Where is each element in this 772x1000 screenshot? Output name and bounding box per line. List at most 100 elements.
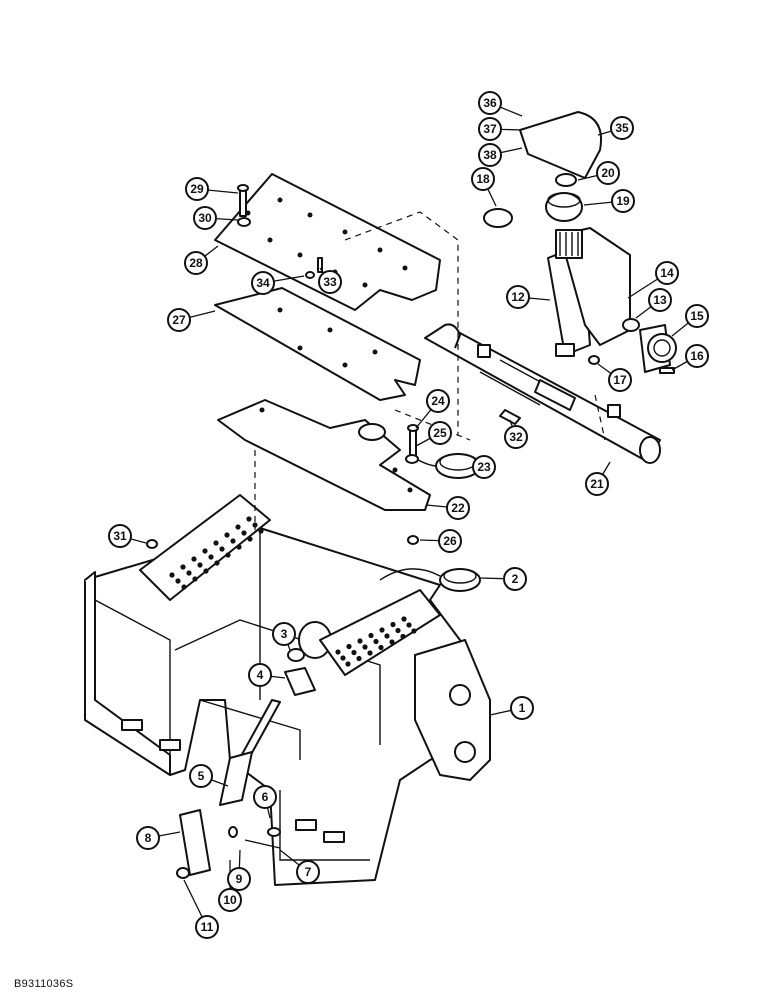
callout-bubble	[478, 91, 502, 115]
callout-number: 16	[690, 349, 704, 363]
perforation	[213, 540, 219, 546]
callout-bubble	[478, 117, 502, 141]
callout-bubble	[611, 189, 635, 213]
plate-27	[214, 287, 421, 401]
perforation	[357, 638, 363, 644]
perforation	[368, 632, 374, 639]
callout-2: 2	[503, 567, 527, 591]
callout-28: 28	[184, 251, 208, 275]
callout-35: 35	[610, 116, 634, 140]
perforation	[241, 530, 247, 536]
perforation	[340, 655, 346, 661]
callout-number: 19	[616, 194, 630, 208]
plate-22	[217, 399, 431, 511]
callout-number: 13	[653, 293, 667, 307]
callout-bubble	[184, 251, 208, 275]
perforation	[395, 627, 401, 634]
perforation	[356, 655, 362, 662]
perforation	[406, 622, 412, 628]
callout-number: 15	[690, 309, 704, 323]
callout-bubble	[471, 167, 495, 191]
callout-20: 20	[596, 161, 620, 185]
callout-number: 38	[483, 148, 497, 162]
callout-31: 31	[108, 524, 132, 548]
callout-number: 32	[509, 430, 523, 444]
callout-number: 34	[256, 276, 270, 290]
washer-18	[483, 208, 513, 228]
callout-number: 4	[257, 668, 264, 682]
callout-bubble	[296, 860, 320, 884]
callout-bubble	[504, 425, 528, 449]
callout-5: 5	[189, 764, 213, 788]
perforation	[246, 516, 252, 522]
perforation	[373, 638, 379, 645]
callout-number: 35	[615, 121, 629, 135]
perforation	[235, 524, 241, 530]
callout-1: 1	[510, 696, 534, 720]
snap-ring	[555, 173, 577, 187]
callout-12: 12	[506, 285, 530, 309]
callout-bubble	[655, 261, 679, 285]
callout-bubble	[472, 455, 496, 479]
callout-number: 14	[660, 266, 674, 280]
callout-bubble	[596, 161, 620, 185]
callout-number: 3	[281, 627, 288, 641]
perforation	[169, 572, 175, 578]
perforation	[390, 621, 396, 628]
perforation	[400, 633, 406, 640]
callout-bubble	[108, 524, 132, 548]
callout-number: 17	[613, 373, 627, 387]
callout-bubble	[648, 288, 672, 312]
callout-number: 8	[145, 831, 152, 845]
perforation	[378, 644, 384, 651]
callout-24: 24	[426, 389, 450, 413]
callout-bubble	[193, 206, 217, 230]
seal-23	[409, 453, 481, 479]
callout-number: 33	[323, 275, 337, 289]
perforation	[367, 650, 373, 656]
perforation	[219, 546, 225, 552]
callout-number: 36	[483, 96, 497, 110]
callout-number: 10	[223, 893, 237, 907]
callout-21: 21	[585, 472, 609, 496]
callout-number: 37	[483, 122, 497, 136]
pinion-gear	[545, 192, 583, 222]
callout-number: 20	[601, 166, 615, 180]
callout-14: 14	[655, 261, 679, 285]
callout-bubble	[685, 344, 709, 368]
perforation	[345, 661, 351, 667]
perforation	[346, 643, 352, 650]
steering-column	[547, 227, 631, 357]
callout-bubble	[510, 696, 534, 720]
callout-9: 9	[227, 867, 251, 891]
pedal-linkage	[176, 699, 281, 879]
perforation	[214, 560, 220, 566]
callout-18: 18	[471, 167, 495, 191]
perforation	[379, 627, 385, 633]
perforation	[389, 639, 395, 645]
perforation	[247, 536, 253, 542]
drawing-code: B9311036S	[14, 978, 74, 990]
perforation	[181, 584, 187, 590]
callout-13: 13	[648, 288, 672, 312]
callout-10: 10	[218, 888, 242, 912]
perforation	[175, 578, 181, 584]
callout-38: 38	[478, 143, 502, 167]
perforation	[186, 570, 192, 576]
perforation	[362, 644, 368, 650]
callout-number: 23	[477, 460, 491, 474]
callout-number: 31	[113, 529, 127, 543]
callout-bubble	[608, 368, 632, 392]
callout-36: 36	[478, 91, 502, 115]
callout-bubble	[185, 177, 209, 201]
callout-17: 17	[608, 368, 632, 392]
rack-cylinder	[424, 323, 661, 464]
perforation	[230, 538, 236, 544]
callout-bubble	[195, 915, 219, 939]
callout-bubble	[318, 270, 342, 294]
callout-bubble	[503, 567, 527, 591]
callout-number: 7	[305, 865, 312, 879]
callout-bubble	[446, 496, 470, 520]
perforation	[335, 649, 341, 655]
